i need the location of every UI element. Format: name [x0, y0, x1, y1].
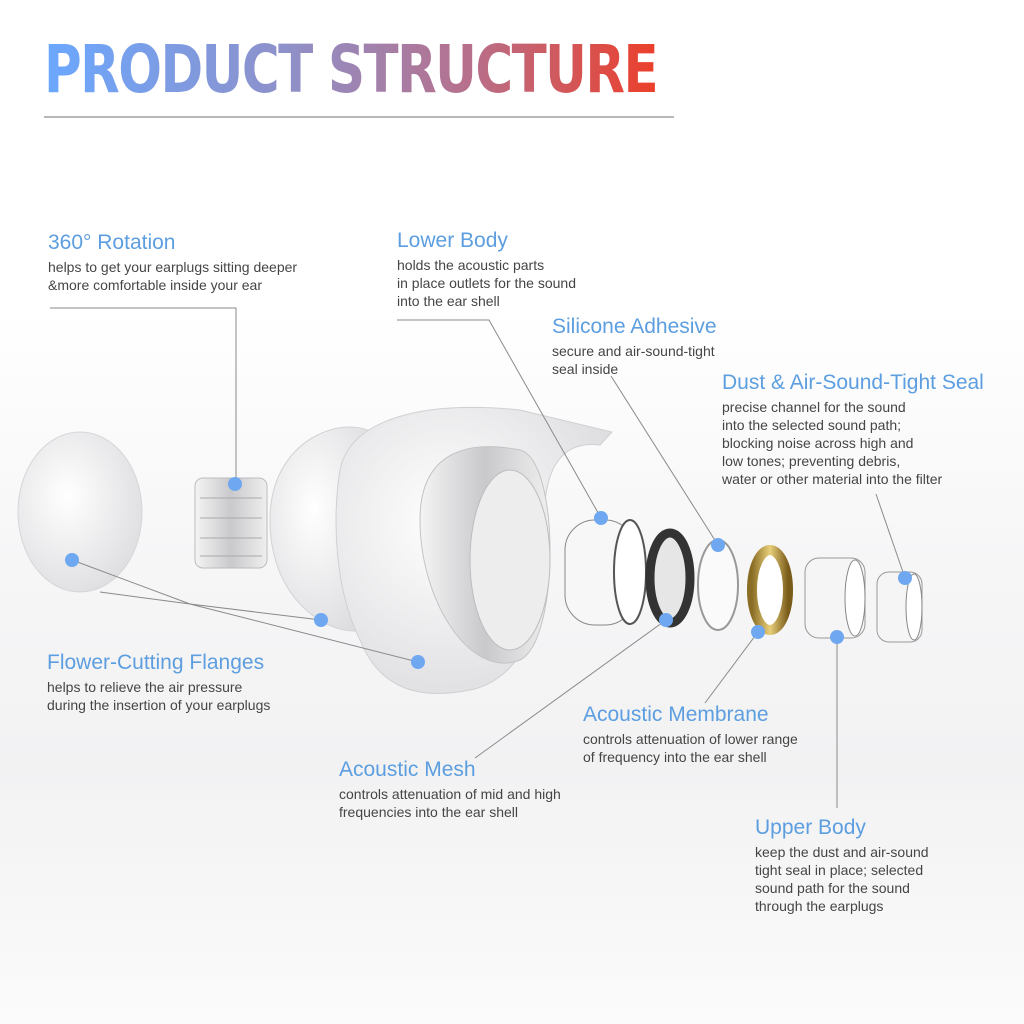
label-desc: keep the dust and air-sound tight seal i… [755, 844, 929, 914]
label-flanges: Flower-Cutting Flanges helps to relieve … [47, 650, 270, 714]
label-title: Flower-Cutting Flanges [47, 651, 265, 674]
main-body [269, 407, 613, 694]
title-divider [44, 116, 674, 118]
leader-lines [50, 307, 906, 808]
label-upper-body: Upper Body keep the dust and air-sound t… [755, 815, 929, 915]
label-360-rotation: 360° Rotation helps to get your earplugs… [48, 230, 297, 294]
label-desc: secure and air-sound-tight seal inside [552, 343, 715, 377]
label-acoustic-membrane: Acoustic Membrane controls attenuation o… [583, 702, 798, 766]
label-title: Silicone Adhesive [552, 315, 717, 338]
threaded-stem [194, 477, 268, 569]
callout-dots [65, 477, 912, 669]
ear-tip-cap [17, 431, 143, 593]
label-desc: precise channel for the sound into the s… [722, 399, 943, 487]
label-title: Dust & Air-Sound-Tight Seal [722, 371, 984, 394]
label-title: Acoustic Mesh [339, 758, 476, 781]
label-desc: helps to relieve the air pressure during… [47, 679, 271, 713]
label-desc: controls attenuation of lower range of f… [583, 731, 798, 765]
dust-seal-part [876, 571, 923, 643]
label-title: 360° Rotation [48, 231, 176, 254]
label-title: Acoustic Membrane [583, 703, 769, 726]
upper-body-part [804, 557, 866, 639]
page-title: PRODUCT STRUCTURE [44, 31, 659, 108]
label-dust-seal: Dust & Air-Sound-Tight Seal precise chan… [722, 370, 984, 488]
label-desc: controls attenuation of mid and high fre… [339, 786, 561, 820]
label-lower-body: Lower Body holds the acoustic parts in p… [397, 228, 576, 310]
acoustic-mesh-part [645, 528, 695, 628]
label-desc: helps to get your earplugs sitting deepe… [48, 259, 298, 293]
label-acoustic-mesh: Acoustic Mesh controls attenuation of mi… [339, 757, 561, 821]
label-silicone-adhesive: Silicone Adhesive secure and air-sound-t… [552, 314, 717, 378]
label-title: Upper Body [755, 816, 866, 839]
silicone-adhesive-part [697, 539, 739, 631]
label-desc: holds the acoustic parts in place outlet… [397, 257, 577, 309]
label-title: Lower Body [397, 229, 508, 252]
acoustic-membrane-part [747, 545, 793, 635]
lower-body-part [564, 519, 647, 626]
